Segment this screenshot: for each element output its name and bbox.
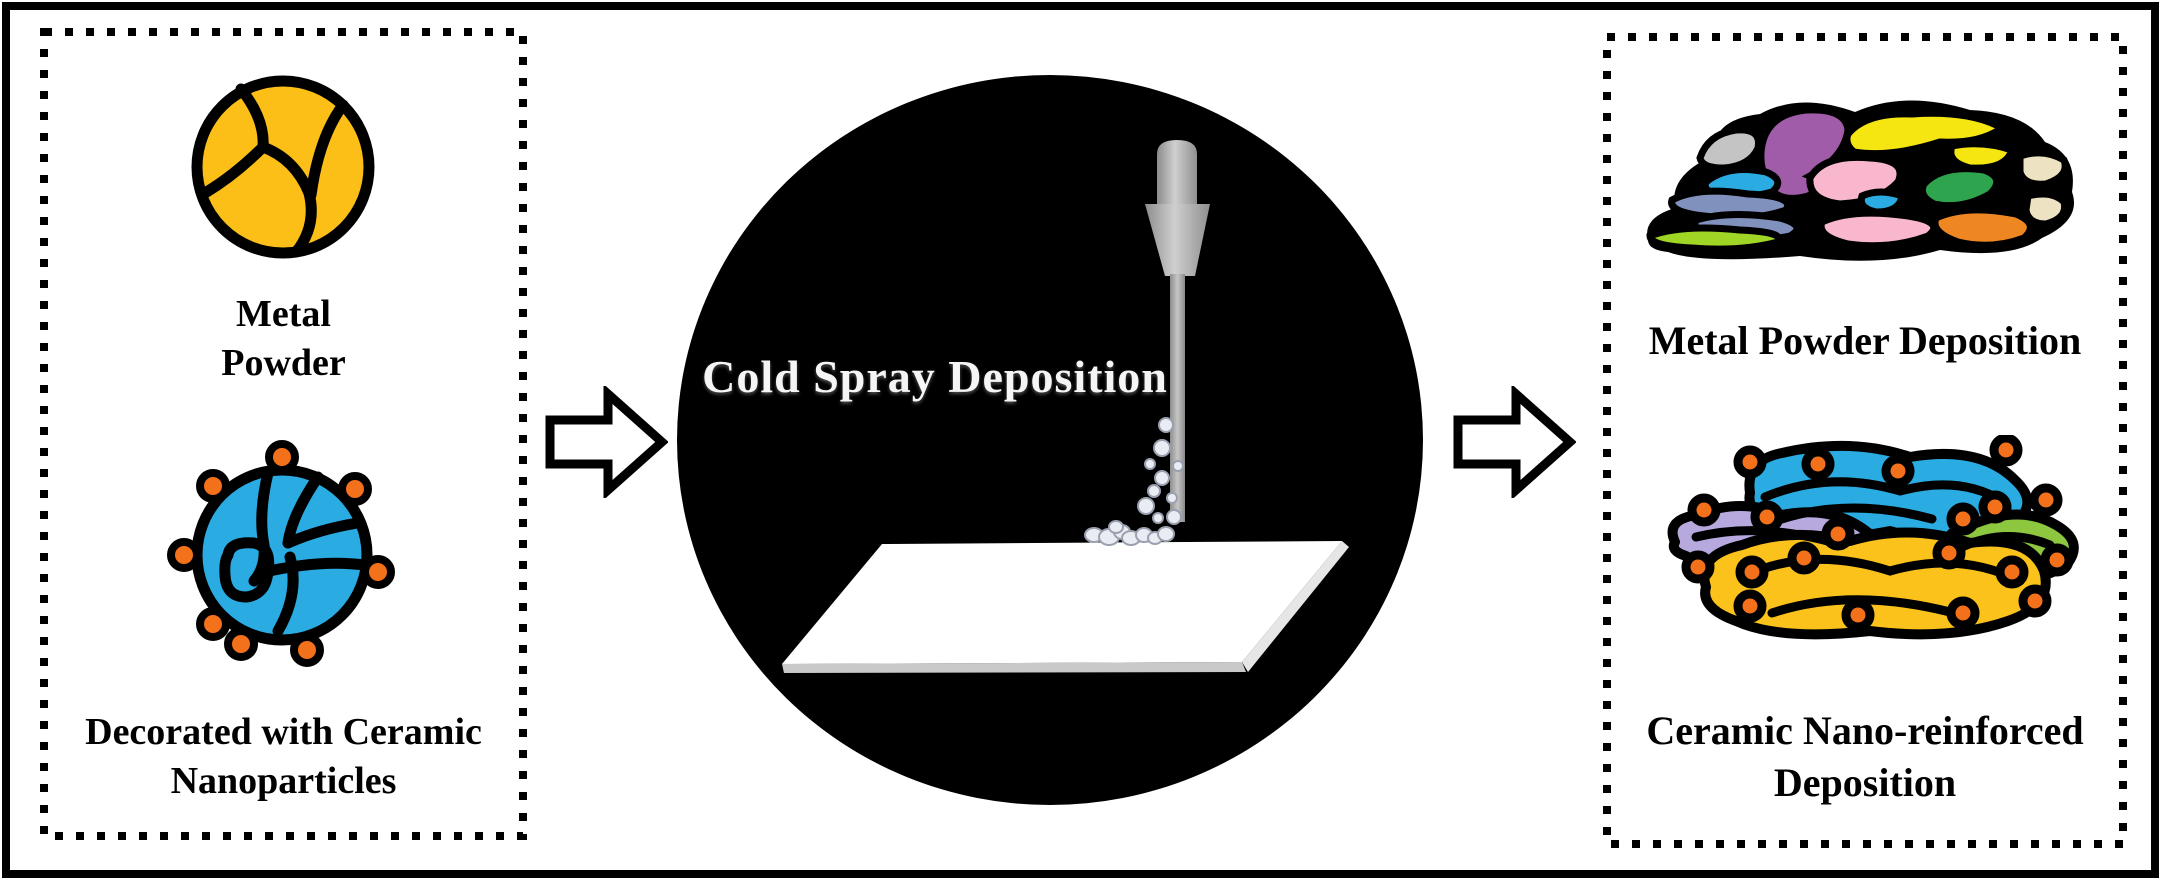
metal-powder-particle-icon (191, 75, 375, 259)
metal-powder-label-line1: Metal (236, 293, 331, 335)
decorated-label: Decorated with Ceramic Nanoparticles (40, 708, 527, 807)
spray-nozzle-icon (1145, 140, 1210, 522)
feedstock-panel: Metal Powder (40, 28, 527, 840)
metal-powder-label-line2: Powder (221, 342, 346, 385)
ceramic-deposit-illustration (1667, 435, 2079, 640)
decorated-label-line2: Nanoparticles (170, 760, 397, 803)
ceramic-nanoparticle-dots (1681, 435, 2074, 632)
substrate-platform (782, 541, 1349, 673)
arrow-right-icon (1453, 386, 1576, 498)
metal-powder-label: Metal Powder (40, 290, 527, 389)
dotted-border (40, 28, 527, 840)
cold-spray-stage (677, 75, 1423, 805)
deposits-panel: Metal Powder Deposition (1603, 33, 2127, 848)
dotted-border (1603, 33, 2127, 848)
metal-deposit-illustration (1646, 100, 2074, 261)
spray-particles-icon (1084, 417, 1184, 546)
stage-circle (677, 75, 1423, 805)
ceramic-deposit-label: Ceramic Nano-reinforced Deposition (1646, 708, 2084, 805)
decorated-particle-icon (167, 440, 395, 667)
metal-deposit-label: Metal Powder Deposition (1648, 318, 2082, 363)
decorated-label-line1: Decorated with Ceramic (85, 711, 482, 753)
ceramic-nanoparticle-dots (167, 440, 395, 667)
arrow-right-icon (545, 386, 668, 498)
stage-title: Cold Spray Deposition (702, 351, 1168, 402)
